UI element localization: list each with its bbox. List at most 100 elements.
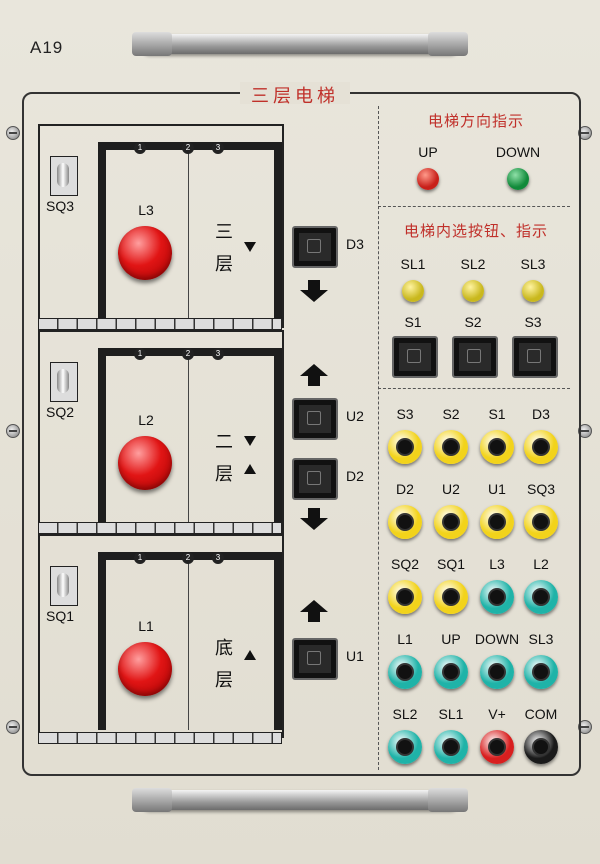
- led-label: SL2: [460, 256, 486, 272]
- limit-switch-sq2[interactable]: [50, 362, 78, 402]
- toggle-icon: [57, 573, 69, 597]
- floor-slab: [38, 522, 282, 534]
- screw-icon: [578, 126, 592, 140]
- elevator-car: 1 2 3 L3 三 层: [98, 142, 282, 320]
- terminal-label: COM: [524, 706, 558, 722]
- toggle-icon: [57, 163, 69, 187]
- screw-icon: [6, 424, 20, 438]
- terminal-jack[interactable]: [524, 580, 558, 614]
- screw-icon: [6, 720, 20, 734]
- marker-2: 2: [182, 348, 194, 360]
- terminal-jack[interactable]: [524, 505, 558, 539]
- floor-name: 层: [215, 670, 233, 690]
- terminal-label: V+: [488, 706, 506, 722]
- elevator-car: 1 2 3 L1 底 层: [98, 552, 282, 730]
- terminal-label: SL1: [438, 706, 464, 722]
- up-indicator-icon: [244, 650, 256, 660]
- terminal-label: DOWN: [474, 631, 520, 647]
- terminal-label: SL3: [528, 631, 554, 647]
- direction-section-title: 电梯方向指示: [427, 113, 524, 130]
- up-indicator-icon: [244, 464, 256, 474]
- terminal-jack[interactable]: [524, 730, 558, 764]
- marker-1: 1: [134, 348, 146, 360]
- inner-button-s2[interactable]: [452, 336, 498, 378]
- terminal-jack[interactable]: [524, 430, 558, 464]
- floor-lamp-l1: [118, 642, 172, 696]
- floor-1-shaft: SQ1 1 2 3 L1 底 层: [38, 534, 284, 738]
- limit-switch-sq1[interactable]: [50, 566, 78, 606]
- up-label: UP: [418, 144, 438, 160]
- call-button-d2[interactable]: [292, 458, 338, 500]
- call-label: U1: [346, 648, 364, 664]
- floor-name: 层: [215, 464, 233, 484]
- terminal-jack[interactable]: [388, 730, 422, 764]
- terminal-jack[interactable]: [480, 430, 514, 464]
- button-label: S2: [464, 314, 482, 330]
- led-label: SL1: [400, 256, 426, 272]
- call-button-u2[interactable]: [292, 398, 338, 440]
- call-label: U2: [346, 408, 364, 424]
- terminal-label: L3: [489, 556, 505, 572]
- floor-lamp-l2: [118, 436, 172, 490]
- limit-switch-sq3[interactable]: [50, 156, 78, 196]
- down-label: DOWN: [495, 144, 541, 160]
- terminal-label: SL2: [392, 706, 418, 722]
- call-label: D2: [346, 468, 364, 484]
- inner-led-sl2: [462, 280, 484, 302]
- top-handle[interactable]: [132, 32, 468, 56]
- terminal-jack[interactable]: [480, 730, 514, 764]
- terminal-jack[interactable]: [434, 505, 468, 539]
- up-direction-led: [417, 168, 439, 190]
- marker-1: 1: [134, 552, 146, 564]
- lamp-label: L3: [138, 202, 154, 218]
- call-button-d3[interactable]: [292, 226, 338, 268]
- inner-button-s1[interactable]: [392, 336, 438, 378]
- call-label: D3: [346, 236, 364, 252]
- terminal-jack[interactable]: [388, 430, 422, 464]
- floor-3-shaft: SQ3 1 2 3 L3 三 层: [38, 124, 284, 328]
- screw-icon: [578, 424, 592, 438]
- panel-title: 三层电梯: [240, 82, 350, 106]
- terminal-jack[interactable]: [388, 505, 422, 539]
- terminal-label: S1: [488, 406, 506, 422]
- terminal-label: D2: [396, 481, 414, 497]
- terminal-label: U2: [442, 481, 460, 497]
- terminal-jack[interactable]: [388, 580, 422, 614]
- screw-icon: [578, 720, 592, 734]
- screw-icon: [6, 126, 20, 140]
- terminal-jack[interactable]: [434, 730, 468, 764]
- down-direction-led: [507, 168, 529, 190]
- bottom-handle[interactable]: [132, 788, 468, 812]
- terminal-label: S2: [442, 406, 460, 422]
- floor-slab: [38, 318, 282, 330]
- terminal-label: L1: [397, 631, 413, 647]
- marker-2: 2: [182, 142, 194, 154]
- floor-name: 层: [215, 254, 233, 274]
- terminal-jack[interactable]: [480, 655, 514, 689]
- floor-name: 底: [215, 638, 233, 658]
- call-button-u1[interactable]: [292, 638, 338, 680]
- down-indicator-icon: [244, 242, 256, 252]
- terminal-jack[interactable]: [524, 655, 558, 689]
- terminal-label: D3: [532, 406, 550, 422]
- inner-button-s3[interactable]: [512, 336, 558, 378]
- terminal-label: UP: [441, 631, 461, 647]
- terminal-label: L2: [533, 556, 549, 572]
- inner-led-sl1: [402, 280, 424, 302]
- terminal-label: U1: [488, 481, 506, 497]
- switch-label: SQ2: [46, 404, 75, 420]
- terminal-jack[interactable]: [480, 505, 514, 539]
- terminal-jack[interactable]: [480, 580, 514, 614]
- toggle-icon: [57, 369, 69, 393]
- led-label: SL3: [520, 256, 546, 272]
- floor-slab: [38, 732, 282, 744]
- terminal-label: S3: [396, 406, 414, 422]
- model-label: A19: [30, 38, 64, 57]
- terminal-jack[interactable]: [434, 430, 468, 464]
- terminal-jack[interactable]: [434, 655, 468, 689]
- switch-label: SQ3: [46, 198, 75, 214]
- terminal-label: SQ2: [390, 556, 419, 572]
- terminal-jack[interactable]: [434, 580, 468, 614]
- terminal-jack[interactable]: [388, 655, 422, 689]
